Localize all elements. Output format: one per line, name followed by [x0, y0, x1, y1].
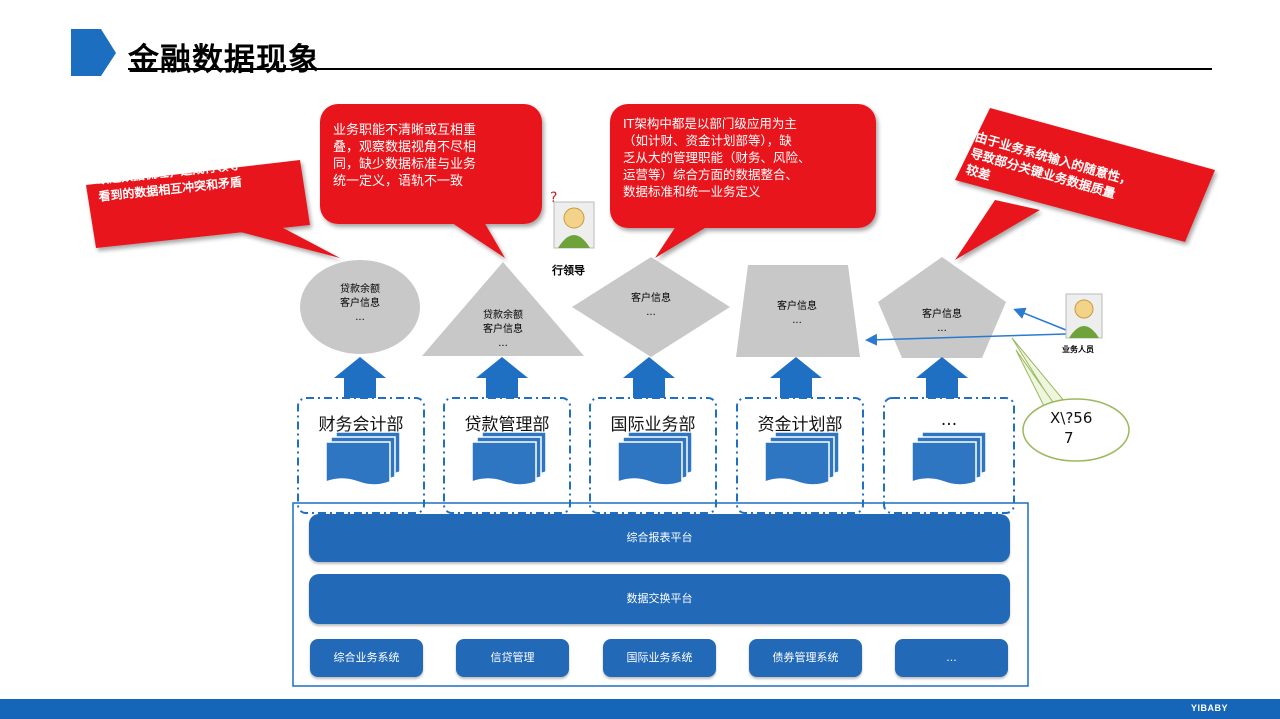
dept-containers	[297, 397, 1015, 514]
system-box-2: 信贷管理	[456, 639, 569, 677]
shape-5-text: 客户信息...	[922, 309, 962, 334]
bubble-3-text: IT架构中都是以部门级应用为主 （如计财、资金计划部等），缺 乏从大的管理职能（…	[623, 116, 811, 199]
shape-2-text: 贷款余额客户信息...	[483, 310, 523, 349]
leader-person-icon: ?	[550, 190, 595, 249]
shape-ellipse	[300, 260, 420, 354]
up-arrows	[334, 357, 968, 398]
speech-bubble-1	[86, 160, 340, 258]
shape-pentagon	[878, 257, 1006, 358]
shape-1-text: 贷款余额客户信息...	[340, 284, 380, 323]
system-box-4: 债券管理系统	[749, 639, 862, 677]
platform-bar-reporting: 综合报表平台	[309, 514, 1010, 562]
system-box-5: ...	[895, 639, 1008, 677]
shape-4-text: 客户信息...	[777, 301, 817, 326]
shape-diamond	[572, 257, 730, 357]
garbled-note-text: X\?56 7	[1050, 409, 1093, 447]
system-box-1: 综合业务系统	[310, 639, 423, 677]
footer-bar	[0, 699, 1280, 719]
diagram-canvas	[86, 104, 1215, 687]
platform-container	[292, 502, 1029, 687]
speech-bubble-4	[955, 108, 1215, 260]
shape-3-text: 客户信息...	[631, 293, 671, 318]
staff-arrows	[865, 307, 1067, 346]
dept-label-2: 贷款管理部	[464, 415, 550, 435]
dept-label-1: 财务会计部	[318, 415, 404, 435]
staff-label: 业务人员	[1062, 345, 1094, 354]
speech-bubble-2	[320, 104, 542, 258]
bubble-2-text: 业务职能不清晰或互相重 叠，观察数据视角不尽相 同，缺少数据标准与业务 统一定义…	[333, 123, 477, 189]
title-underline	[128, 68, 1212, 70]
document-stacks	[325, 431, 987, 486]
system-box-3: 国际业务系统	[603, 639, 716, 677]
title-marker-icon	[71, 29, 116, 76]
svg-text:?: ?	[550, 190, 557, 206]
staff-person-icon	[1065, 293, 1103, 339]
page-title: 金融数据现象	[128, 42, 320, 77]
platform-bar-exchange: 数据交换平台	[309, 574, 1010, 624]
shape-trapezoid	[736, 265, 860, 357]
garbled-note-callout	[1011, 337, 1130, 462]
dept-label-5: ...	[940, 410, 958, 430]
leader-label: 行领导	[552, 264, 585, 277]
footer-brand: YIBABY	[1190, 703, 1228, 713]
speech-bubble-3	[610, 104, 876, 258]
dept-label-3: 国际业务部	[610, 415, 696, 435]
dept-label-4: 资金计划部	[757, 415, 843, 435]
shape-triangle	[422, 262, 584, 356]
